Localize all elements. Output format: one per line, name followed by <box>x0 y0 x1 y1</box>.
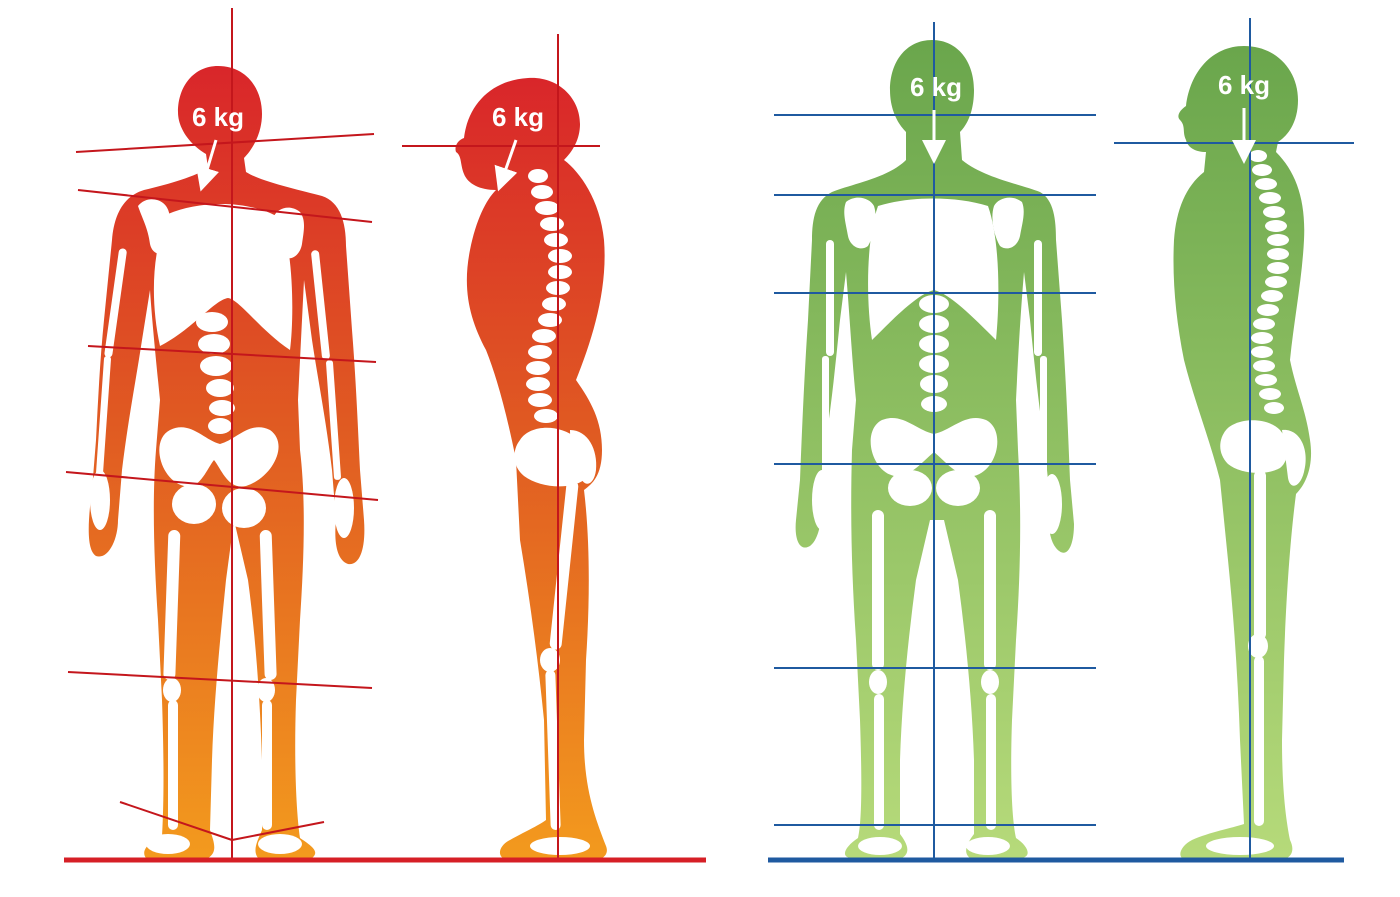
alignment-lines <box>402 34 600 860</box>
head-weight-label: 6 kg <box>910 72 962 102</box>
skeleton <box>90 199 354 854</box>
weight-arrow-icon <box>494 139 518 192</box>
weight-arrow-icon <box>195 139 219 192</box>
alignment-lines <box>65 8 379 860</box>
skeleton <box>514 169 597 855</box>
head-weight-label: 6 kg <box>492 102 544 132</box>
head-weight-label: 6 kg <box>192 102 244 132</box>
figure-bad-side: 6 kg <box>402 34 607 861</box>
figure-good-side: 6 kg <box>1114 18 1354 860</box>
skeleton <box>1206 150 1306 855</box>
figure-bad-front: 6 kg <box>65 8 379 860</box>
head-weight-label: 6 kg <box>1218 70 1270 100</box>
figure-good-front: 6 kg <box>774 22 1096 860</box>
